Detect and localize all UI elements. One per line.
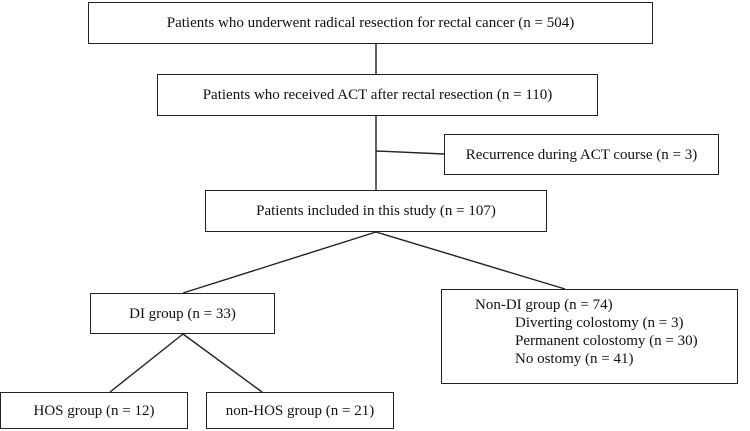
non-di-group-box: Non-DI group (n = 74) Diverting colostom… xyxy=(441,289,738,384)
connector-to-recurrence xyxy=(375,150,445,155)
non-di-item-permanent: Permanent colostomy (n = 30) xyxy=(515,333,698,349)
connector-included-to-di xyxy=(182,231,377,294)
included-patients-label: Patients included in this study (n = 107… xyxy=(256,203,496,219)
recurrence-label: Recurrence during ACT course (n = 3) xyxy=(465,146,698,163)
connector-included-to-nondi xyxy=(375,231,566,290)
connector-di-to-hos xyxy=(109,333,184,393)
act-patients-label: Patients who received ACT after rectal r… xyxy=(202,87,553,103)
included-patients-box: Patients included in this study (n = 107… xyxy=(205,190,547,232)
non-di-group-title: Non-DI group (n = 74) xyxy=(475,297,613,313)
recurrence-box: Recurrence during ACT course (n = 3) xyxy=(444,134,719,175)
total-patients-label: Patients who underwent radical resection… xyxy=(166,15,575,31)
hos-group-label: HOS group (n = 12) xyxy=(33,402,155,419)
di-group-label: DI group (n = 33) xyxy=(129,305,236,322)
act-patients-box: Patients who received ACT after rectal r… xyxy=(157,74,598,116)
di-group-box: DI group (n = 33) xyxy=(90,293,275,334)
total-patients-box: Patients who underwent radical resection… xyxy=(88,2,653,44)
hos-group-box: HOS group (n = 12) xyxy=(0,392,188,429)
non-hos-group-box: non-HOS group (n = 21) xyxy=(206,392,394,429)
connector-di-to-nonhos xyxy=(182,333,263,393)
non-di-item-diverting: Diverting colostomy (n = 3) xyxy=(515,315,684,331)
non-di-item-no-ostomy: No ostomy (n = 41) xyxy=(515,351,634,367)
non-hos-group-label: non-HOS group (n = 21) xyxy=(225,402,375,419)
